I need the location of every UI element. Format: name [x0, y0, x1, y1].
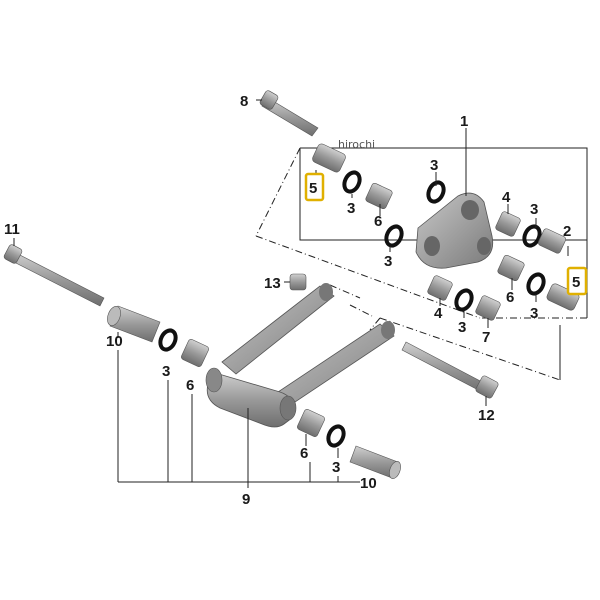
- bolt-part-8: [259, 90, 319, 137]
- callout-3: 3: [458, 319, 466, 336]
- callout-13: 13: [264, 275, 281, 292]
- callout-6: 6: [374, 213, 382, 230]
- callout-3: 3: [530, 305, 538, 322]
- spacers: [181, 143, 580, 437]
- callout-11: 11: [4, 221, 20, 238]
- highlight-boxes: [304, 172, 588, 296]
- callout-5: 5: [309, 180, 317, 197]
- watermark: hirochi: [338, 138, 375, 151]
- callout-8: 8: [240, 93, 248, 110]
- callout-3: 3: [347, 200, 355, 217]
- callout-3: 3: [384, 253, 392, 270]
- callout-3: 3: [430, 157, 438, 174]
- callout-3: 3: [530, 201, 538, 218]
- callout-6: 6: [186, 377, 194, 394]
- bushing-part-10-right: [349, 445, 401, 479]
- callout-labels: 8 1 3 5 3 6 3 4 3 2 5 6 3 4 3 7 11 13 10…: [4, 93, 580, 508]
- callout-4: 4: [434, 305, 443, 322]
- callout-7: 7: [482, 329, 490, 346]
- linkage-part-9: [205, 283, 395, 428]
- callout-3: 3: [162, 363, 170, 380]
- callout-10: 10: [106, 333, 123, 350]
- callout-4: 4: [502, 189, 511, 206]
- callout-1: 1: [460, 113, 468, 130]
- callout-10: 10: [360, 475, 377, 492]
- highlight-part-5-right: [566, 266, 588, 296]
- bolt-part-12: [401, 341, 499, 399]
- callout-6: 6: [506, 289, 514, 306]
- axle-part-11: [3, 244, 105, 307]
- leader-lines: [13, 99, 579, 488]
- callout-2: 2: [563, 223, 571, 240]
- rocker-part-1: [415, 192, 494, 269]
- callout-12: 12: [478, 407, 495, 424]
- callout-3: 3: [332, 459, 340, 476]
- bushing-part-10-left: [107, 305, 161, 343]
- callout-5: 5: [572, 274, 580, 291]
- highlight-part-5-left: [304, 172, 325, 202]
- washers: [158, 170, 546, 448]
- callout-9: 9: [242, 491, 250, 508]
- callout-6: 6: [300, 445, 308, 462]
- swingarm-frame-outline: [329, 284, 561, 381]
